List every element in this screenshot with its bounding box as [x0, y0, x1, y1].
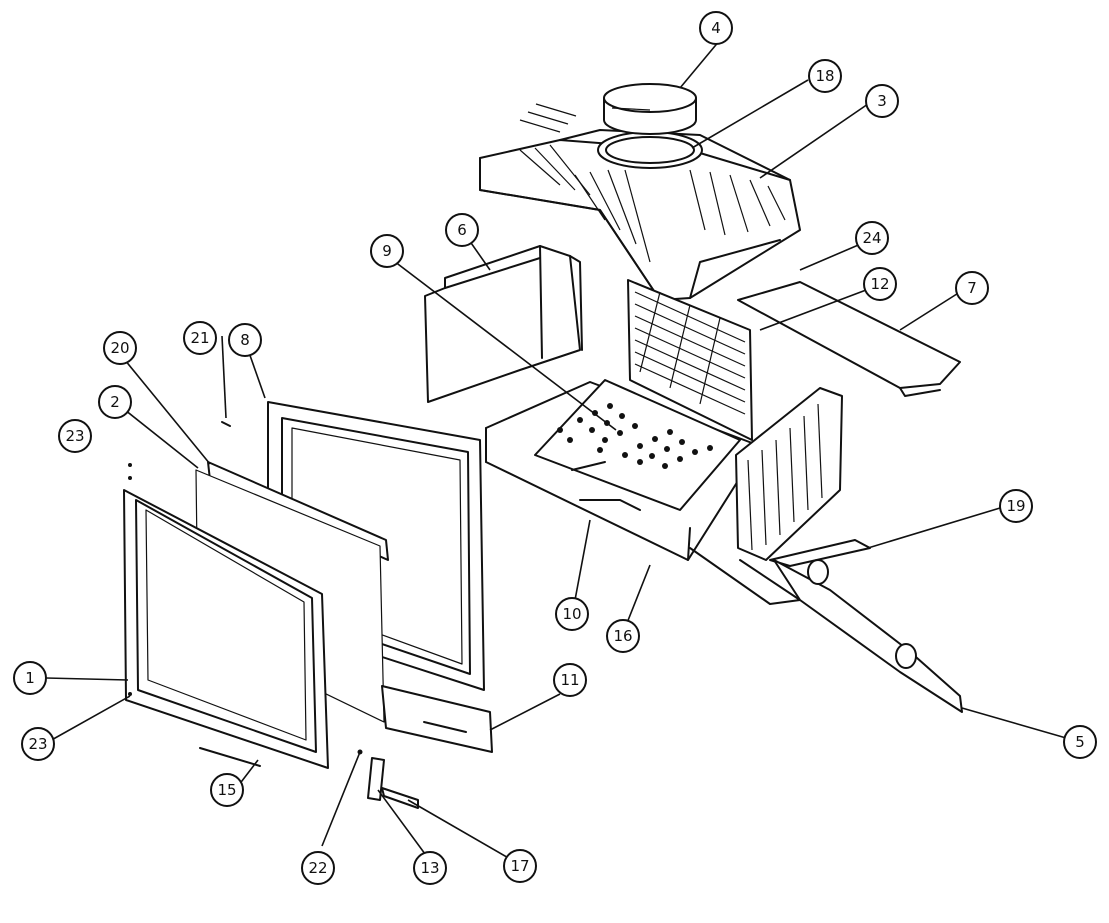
callout-5: 5 [1063, 725, 1097, 759]
callout-3: 3 [865, 84, 899, 118]
callout-label-18: 18 [815, 67, 834, 85]
callout-8: 8 [228, 323, 262, 357]
callout-label-6: 6 [457, 221, 467, 239]
handle-part [367, 757, 419, 809]
callout-12: 12 [863, 267, 897, 301]
callout-label-2: 2 [110, 393, 120, 411]
callout-9: 9 [370, 234, 404, 268]
callout-label-9: 9 [382, 242, 392, 260]
callout-label-22: 22 [308, 859, 327, 877]
callout-21: 21 [183, 321, 217, 355]
callout-1: 1 [13, 661, 47, 695]
callout-label-16: 16 [613, 627, 632, 645]
callout-label-21: 21 [190, 329, 209, 347]
callout-6: 6 [445, 213, 479, 247]
front-door-part [123, 489, 329, 769]
callout-label-11: 11 [560, 671, 579, 689]
callout-label-5: 5 [1075, 733, 1085, 751]
base-tray-part [485, 379, 761, 561]
callout-label-8: 8 [240, 331, 250, 349]
callout-label-15: 15 [217, 781, 236, 799]
top-plate-part [737, 281, 961, 397]
callout-18: 18 [808, 59, 842, 93]
callout-label-1: 1 [25, 669, 35, 687]
callout-2: 2 [98, 385, 132, 419]
callout-label-13: 13 [420, 859, 439, 877]
callout-10: 10 [555, 597, 589, 631]
callout-label-12: 12 [870, 275, 889, 293]
ash-lip-plate-part [381, 685, 493, 753]
callout-15: 15 [210, 773, 244, 807]
front-deflector-part [769, 539, 963, 713]
callout-11: 11 [553, 663, 587, 697]
callout-24: 24 [855, 221, 889, 255]
callout-17: 17 [503, 849, 537, 883]
rear-grate-part [627, 279, 753, 441]
callout-label-3: 3 [877, 92, 887, 110]
callout-20: 20 [103, 331, 137, 365]
callout-label-17: 17 [510, 857, 529, 875]
callout-22: 22 [301, 851, 335, 885]
callout-4: 4 [699, 11, 733, 45]
side-panel-part [424, 245, 583, 403]
callout-label-23-bottom: 23 [28, 735, 47, 753]
callout-label-24: 24 [862, 229, 881, 247]
callout-label-23-top: 23 [65, 427, 84, 445]
callout-23-bottom: 23 [21, 727, 55, 761]
callout-label-4: 4 [711, 19, 721, 37]
callout-16: 16 [606, 619, 640, 653]
right-side-grate-part [689, 387, 843, 605]
callout-label-20: 20 [110, 339, 129, 357]
callout-label-10: 10 [562, 605, 581, 623]
callout-label-19: 19 [1006, 497, 1025, 515]
callout-13: 13 [413, 851, 447, 885]
callout-23-top: 23 [58, 419, 92, 453]
top-hood-part [479, 83, 801, 301]
callout-7: 7 [955, 271, 989, 305]
callout-19: 19 [999, 489, 1033, 523]
callout-label-7: 7 [967, 279, 977, 297]
